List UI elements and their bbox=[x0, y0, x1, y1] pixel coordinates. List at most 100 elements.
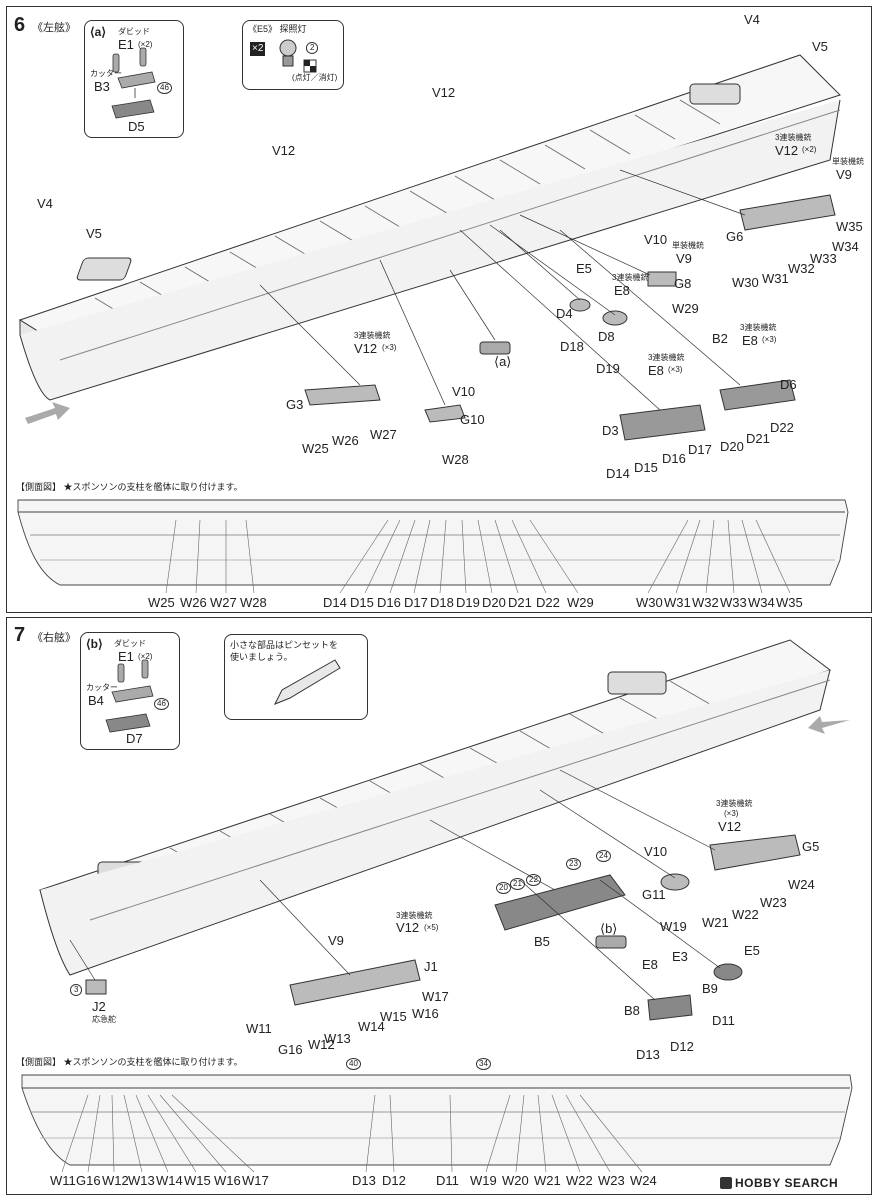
s7-w14: W14 bbox=[358, 1019, 385, 1034]
s7-v12b-qty: (×5) bbox=[424, 923, 439, 932]
label-g6: G6 bbox=[726, 229, 744, 244]
s7-b8: B8 bbox=[624, 1003, 640, 1018]
side-label: D12 bbox=[382, 1173, 406, 1188]
side-label: W35 bbox=[776, 595, 803, 610]
s7-w19: W19 bbox=[660, 919, 687, 934]
s7-w11: W11 bbox=[246, 1021, 272, 1036]
side-label: D19 bbox=[456, 595, 480, 610]
label-e8c-qty: (×3) bbox=[668, 365, 683, 374]
label-w29: W29 bbox=[672, 301, 699, 316]
label-g10: G10 bbox=[460, 412, 485, 427]
s7-b5: B5 bbox=[534, 934, 550, 949]
s7-w24: W24 bbox=[788, 877, 815, 892]
s7-w12: W12 bbox=[308, 1037, 335, 1052]
step6-side-note: 【側面図】 ★スポンソンの支柱を艦体に取り付けます。 bbox=[16, 482, 243, 492]
callout-a-dabido: ダビッド bbox=[118, 27, 150, 36]
callout-b-cutter: カッター bbox=[86, 683, 118, 692]
callout-b-e1: E1 bbox=[118, 649, 134, 664]
s7-v9: V9 bbox=[328, 933, 344, 948]
side-label: W13 bbox=[128, 1173, 155, 1188]
s7-w17: W17 bbox=[422, 989, 449, 1004]
callout-b-e1-qty: (×2) bbox=[138, 652, 153, 661]
label-w31: W31 bbox=[762, 271, 789, 286]
label-g3: G3 bbox=[286, 397, 304, 412]
step7-subtitle: 《右舷》 bbox=[32, 632, 76, 644]
callout-a-b3: B3 bbox=[94, 79, 110, 94]
side-label: W27 bbox=[210, 595, 237, 610]
side-label: W32 bbox=[692, 595, 719, 610]
step7-number: 7 bbox=[14, 624, 26, 646]
label-v5-left: V5 bbox=[86, 226, 102, 241]
label-v12-x3-qty: (×3) bbox=[382, 343, 397, 352]
label-w32: W32 bbox=[788, 261, 815, 276]
label-w34: W34 bbox=[832, 239, 859, 254]
label-w33: W33 bbox=[810, 251, 837, 266]
s7-j1: J1 bbox=[424, 959, 438, 974]
label-a-ref: ⟨a⟩ bbox=[494, 354, 512, 369]
side-label: D16 bbox=[377, 595, 401, 610]
side-label: W30 bbox=[636, 595, 663, 610]
tip-text-1: 小さな部品はピンセットを bbox=[230, 640, 339, 650]
label-d6: D6 bbox=[780, 377, 797, 392]
side-label: W19 bbox=[470, 1173, 497, 1188]
s7-v12b: V12 bbox=[396, 920, 420, 935]
side-label: W28 bbox=[240, 595, 267, 610]
s7-v10: V10 bbox=[644, 844, 668, 859]
side-label: W26 bbox=[180, 595, 207, 610]
side-label: D15 bbox=[350, 595, 374, 610]
s7-d13: D13 bbox=[636, 1047, 660, 1062]
s7-c22: 22 bbox=[526, 874, 541, 886]
callout-e5-note: (点灯／消灯) bbox=[292, 73, 338, 82]
s7-w13: W13 bbox=[324, 1031, 351, 1046]
s7-g11: G11 bbox=[642, 887, 666, 902]
side-label: W25 bbox=[148, 595, 175, 610]
label-v4-left: V4 bbox=[37, 196, 53, 211]
label-w25: W25 bbox=[302, 441, 329, 456]
label-w26: W26 bbox=[332, 433, 359, 448]
side-label: G16 bbox=[76, 1173, 101, 1188]
side-label: W14 bbox=[156, 1173, 183, 1188]
s7-b9: B9 bbox=[702, 981, 718, 996]
label-v12-x3: V12 bbox=[354, 341, 378, 356]
label-e5: E5 bbox=[576, 261, 592, 276]
label-b2: B2 bbox=[712, 331, 728, 346]
label-v12-a: V12 bbox=[432, 85, 456, 100]
s7-e3: E3 bbox=[672, 949, 688, 964]
callout-b-b4: B4 bbox=[88, 693, 104, 708]
s7-e5: E5 bbox=[744, 943, 760, 958]
side-label: W23 bbox=[598, 1173, 625, 1188]
label-e8a-note: 3連装機銃 bbox=[612, 273, 649, 282]
label-d18: D18 bbox=[560, 339, 584, 354]
s7-g5: G5 bbox=[802, 839, 820, 854]
side-label: W17 bbox=[242, 1173, 269, 1188]
label-d4: D4 bbox=[556, 306, 573, 321]
tip-text-2: 使いましょう。 bbox=[230, 652, 293, 662]
label-e8-b: E8 bbox=[742, 333, 758, 348]
s7-d11: D11 bbox=[712, 1013, 735, 1028]
s7-c20: 20 bbox=[496, 882, 511, 894]
label-d15: D15 bbox=[634, 460, 658, 475]
callout-e5-x2: ×2 bbox=[250, 42, 266, 56]
label-w28: W28 bbox=[442, 452, 469, 467]
s7-v12-qty: (×3) bbox=[724, 809, 739, 818]
label-w30: W30 bbox=[732, 275, 759, 290]
s7-w16: W16 bbox=[412, 1006, 439, 1021]
label-d21: D21 bbox=[746, 431, 770, 446]
s7-g16: G16 bbox=[278, 1042, 303, 1057]
label-d19: D19 bbox=[596, 361, 620, 376]
callout-a-circ: 46 bbox=[157, 82, 172, 94]
s7-c24: 24 bbox=[596, 850, 611, 862]
s7-j2: J2 bbox=[92, 999, 106, 1014]
side-label: W16 bbox=[214, 1173, 241, 1188]
s7-side-marker-40: 40 bbox=[346, 1058, 361, 1070]
callout-e5-title: 《E5》 探照灯 bbox=[248, 24, 307, 34]
s7-c23: 23 bbox=[566, 858, 581, 870]
side-label: D21 bbox=[508, 595, 532, 610]
label-d16: D16 bbox=[662, 451, 686, 466]
label-v12-x3-note: 3連装機銃 bbox=[354, 331, 391, 340]
callout-a-tag: ⟨a⟩ bbox=[90, 25, 107, 39]
s7-v12-note: 3連装機銃 bbox=[716, 799, 753, 808]
logo-mark-icon bbox=[720, 1177, 732, 1189]
side-label: W12 bbox=[102, 1173, 129, 1188]
callout-e5-circ: 2 bbox=[306, 42, 319, 54]
